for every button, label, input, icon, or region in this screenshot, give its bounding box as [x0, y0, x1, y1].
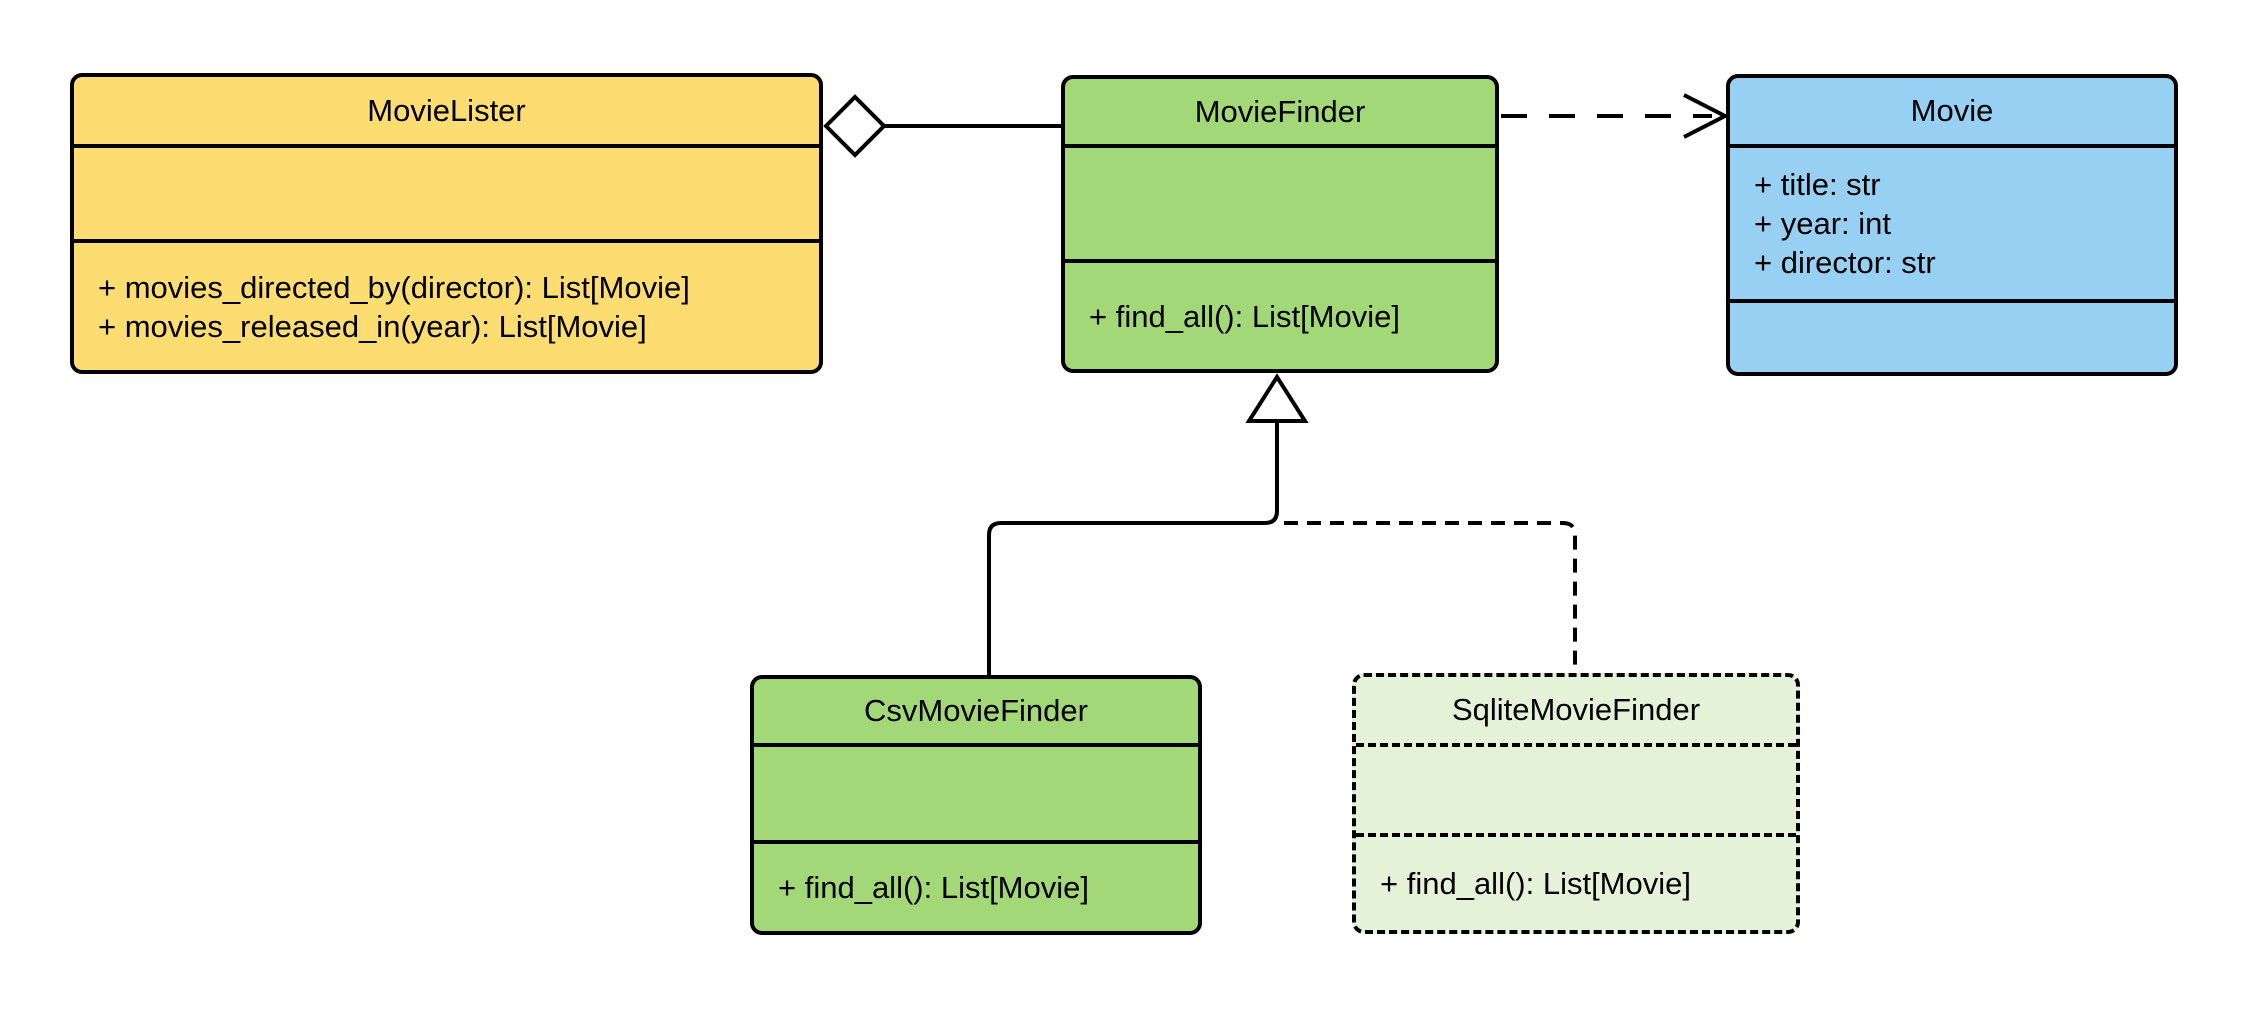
- attributes-compartment-movie: + title: str + year: int + director: str: [1730, 144, 2174, 299]
- attributes-compartment-movielister: [74, 144, 819, 239]
- attributes-compartment-csvmoviefinder: [754, 743, 1198, 840]
- methods-compartment-moviefinder: + find_all(): List[Movie]: [1065, 259, 1495, 369]
- class-name: Movie: [1910, 93, 1994, 128]
- class-box-moviefinder: MovieFinder + find_all(): List[Movie]: [1061, 75, 1499, 373]
- inheritance-edges-to-moviefinder: [987, 373, 1577, 675]
- methods-compartment-movielister: + movies_directed_by(director): List[Mov…: [74, 239, 819, 370]
- open-arrowhead-marker: [1683, 93, 1730, 139]
- class-name: CsvMovieFinder: [864, 693, 1088, 728]
- class-title-moviefinder: MovieFinder: [1065, 79, 1495, 144]
- inheritance-solid-path-csvmoviefinder: [987, 421, 1279, 675]
- class-name: MovieLister: [367, 92, 526, 128]
- class-box-movielister: MovieLister + movies_directed_by(directo…: [70, 73, 823, 374]
- class-title-movie: Movie: [1730, 78, 2174, 144]
- dependency-edge-moviefinder-movie: [1501, 93, 1730, 139]
- methods-compartment-csvmoviefinder: + find_all(): List[Movie]: [754, 840, 1198, 931]
- methods-compartment-sqlitemoviefinder: + find_all(): List[Movie]: [1356, 833, 1796, 930]
- class-title-movielister: MovieLister: [74, 77, 819, 144]
- attribute-line: + title: str: [1754, 167, 1881, 202]
- class-title-sqlitemoviefinder: SqliteMovieFinder: [1356, 677, 1796, 743]
- class-box-movie: Movie + title: str + year: int + directo…: [1726, 74, 2178, 376]
- method-line: + find_all(): List[Movie]: [778, 870, 1089, 905]
- attribute-line: + year: int: [1754, 206, 1891, 241]
- class-name: MovieFinder: [1194, 93, 1366, 129]
- class-box-sqlitemoviefinder: SqliteMovieFinder + find_all(): List[Mov…: [1352, 673, 1800, 934]
- hollow-diamond-marker: [823, 94, 887, 158]
- hollow-triangle-marker: [1245, 373, 1309, 423]
- class-box-csvmoviefinder: CsvMovieFinder + find_all(): List[Movie]: [750, 675, 1202, 935]
- method-line: + movies_released_in(year): List[Movie]: [98, 308, 647, 344]
- attribute-line: + director: str: [1754, 245, 1936, 280]
- class-name: SqliteMovieFinder: [1451, 692, 1701, 727]
- methods-compartment-movie: [1730, 299, 2174, 372]
- attributes-compartment-moviefinder: [1065, 144, 1495, 259]
- class-title-csvmoviefinder: CsvMovieFinder: [754, 679, 1198, 743]
- method-line: + find_all(): List[Movie]: [1380, 866, 1691, 901]
- inheritance-dashed-path-sqlitemoviefinder: [1284, 521, 1577, 673]
- attributes-compartment-sqlitemoviefinder: [1356, 743, 1796, 833]
- method-line: + movies_directed_by(director): List[Mov…: [98, 269, 690, 305]
- aggregation-edge-movielister-moviefinder: [823, 94, 1063, 158]
- method-line: + find_all(): List[Movie]: [1089, 298, 1400, 334]
